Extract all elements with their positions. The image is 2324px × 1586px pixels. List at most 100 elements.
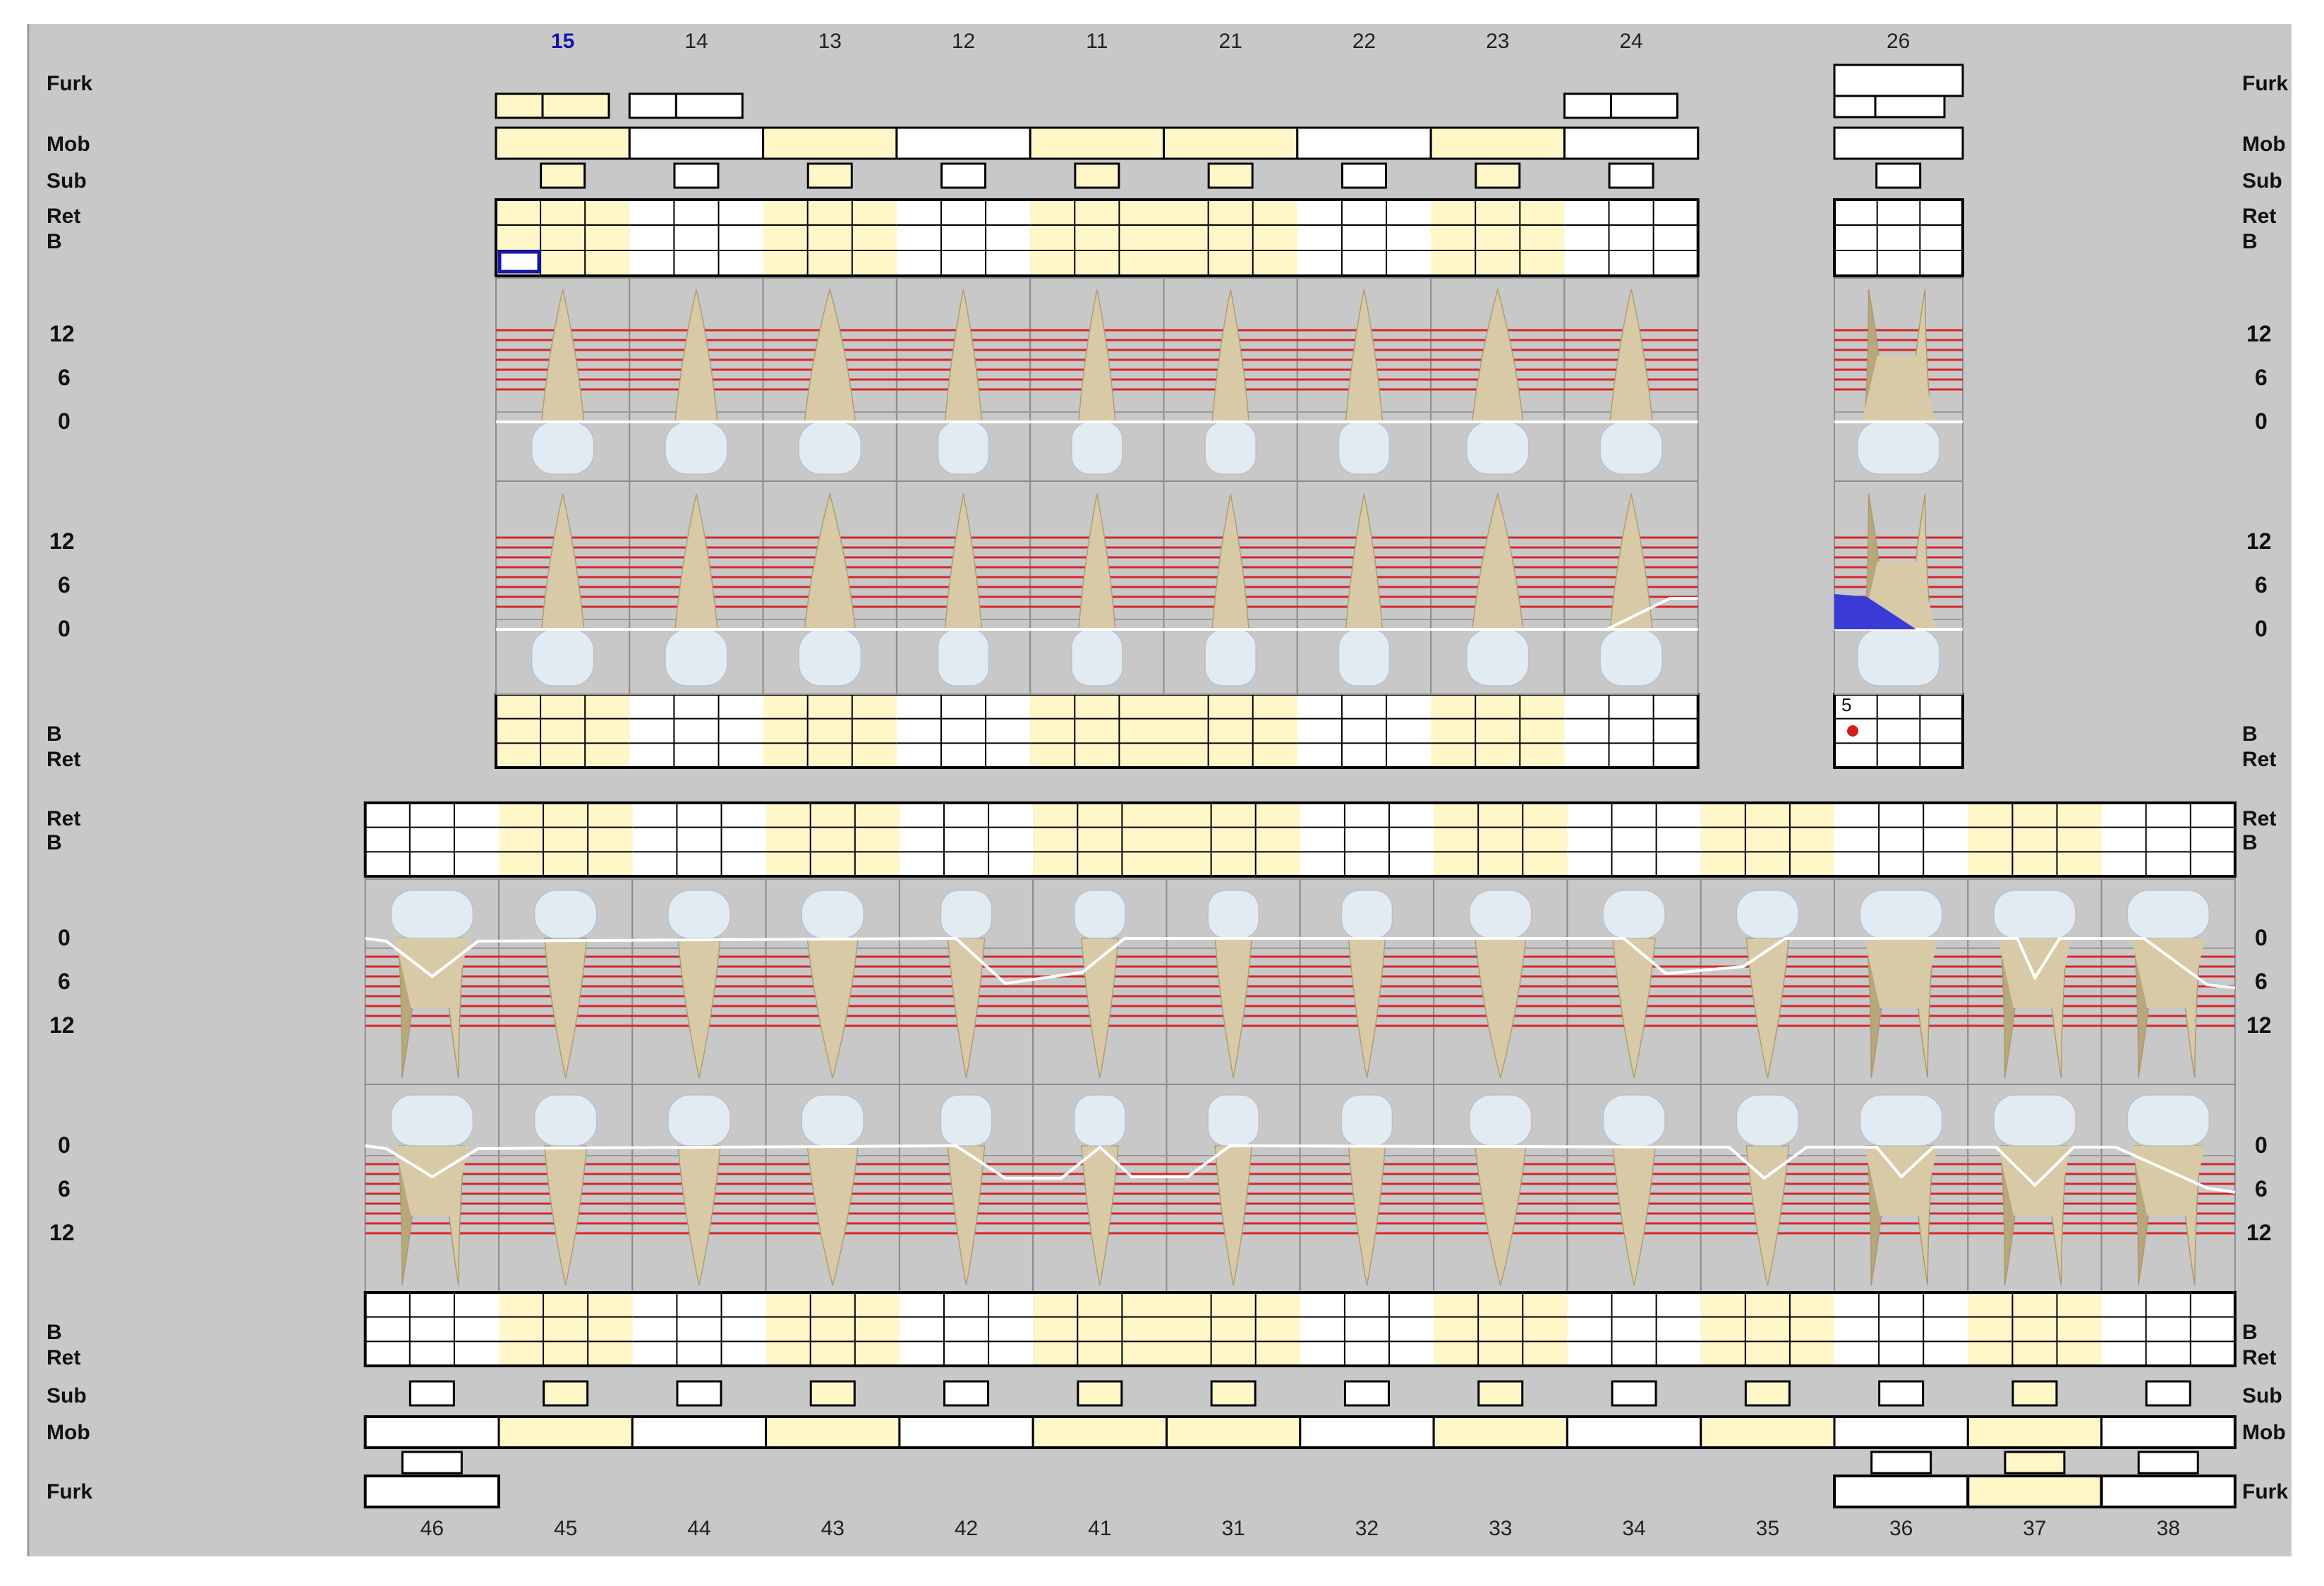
mob-cell[interactable] bbox=[762, 126, 898, 160]
mob-cell[interactable] bbox=[1031, 1415, 1168, 1449]
ret-b-grid-lower-top[interactable] bbox=[1434, 803, 1568, 876]
mob-cell[interactable] bbox=[1299, 1415, 1435, 1449]
furk-box-26[interactable] bbox=[1833, 63, 1964, 97]
selected-cell[interactable] bbox=[497, 250, 541, 274]
ret-b-grid-lower-top[interactable] bbox=[1567, 803, 1701, 876]
tooth-number-lower[interactable]: 45 bbox=[554, 1517, 577, 1540]
tooth-number-upper[interactable]: 15 bbox=[551, 30, 574, 53]
tooth-number-lower[interactable]: 38 bbox=[2157, 1517, 2180, 1540]
ret-b-grid-lower-top[interactable] bbox=[632, 803, 766, 876]
tooth-number-upper[interactable]: 13 bbox=[818, 30, 842, 53]
b-ret-grid-upper-bottom[interactable] bbox=[496, 694, 630, 768]
b-ret-grid-upper-bottom[interactable] bbox=[1030, 694, 1164, 768]
tooth-number-upper[interactable]: 26 bbox=[1887, 30, 1910, 53]
ret-b-grid-upper-top[interactable] bbox=[1297, 200, 1432, 276]
mob-cell[interactable] bbox=[628, 126, 765, 160]
sub-box[interactable] bbox=[1210, 1380, 1257, 1407]
ret-b-grid-lower-top[interactable] bbox=[365, 803, 499, 876]
b-ret-grid-lower-bottom[interactable] bbox=[765, 1293, 900, 1366]
sub-box[interactable] bbox=[1343, 1380, 1390, 1407]
mob-cell[interactable] bbox=[1429, 126, 1566, 160]
b-ret-grid-upper-bottom[interactable] bbox=[1564, 694, 1698, 768]
sub-box[interactable] bbox=[809, 1380, 856, 1407]
tooth-number-upper[interactable]: 21 bbox=[1218, 30, 1242, 53]
mob-cell[interactable] bbox=[1296, 126, 1432, 160]
ret-b-grid-upper-top[interactable] bbox=[896, 200, 1031, 276]
furk-box-14[interactable] bbox=[628, 92, 744, 119]
tooth-number-lower[interactable]: 32 bbox=[1355, 1517, 1379, 1540]
sub-box[interactable] bbox=[1611, 1380, 1657, 1407]
b-ret-grid-lower-bottom[interactable] bbox=[1300, 1293, 1434, 1366]
mob-cell[interactable] bbox=[2100, 1415, 2237, 1449]
sub-box[interactable] bbox=[940, 162, 987, 189]
ret-b-grid-lower-top[interactable] bbox=[765, 803, 900, 876]
b-ret-grid-lower-bottom[interactable] bbox=[1700, 1293, 1834, 1366]
sub-box[interactable] bbox=[1878, 1380, 1925, 1407]
tooth-number-upper[interactable]: 14 bbox=[684, 30, 708, 53]
b-ret-grid-upper-bottom[interactable] bbox=[896, 694, 1031, 768]
mob-cell[interactable] bbox=[497, 1415, 634, 1449]
tooth-number-lower[interactable]: 43 bbox=[821, 1517, 845, 1540]
tooth-number-upper[interactable]: 22 bbox=[1352, 30, 1376, 53]
mob-cell[interactable] bbox=[1029, 126, 1165, 160]
ret-b-grid-upper-top[interactable] bbox=[629, 200, 763, 276]
sub-box[interactable] bbox=[543, 1380, 589, 1407]
mob-cell[interactable] bbox=[495, 126, 631, 160]
ret-b-grid-lower-top[interactable] bbox=[1166, 803, 1300, 876]
ret-b-grid-lower-top[interactable] bbox=[1033, 803, 1167, 876]
tooth-number-lower[interactable]: 31 bbox=[1221, 1517, 1245, 1540]
furk-box-15[interactable] bbox=[495, 92, 610, 119]
b-ret-grid-upper-bottom[interactable] bbox=[1297, 694, 1432, 768]
ret-b-grid-upper-top[interactable] bbox=[1834, 200, 1963, 276]
b-ret-grid-lower-bottom[interactable] bbox=[1567, 1293, 1701, 1366]
mob-cell[interactable] bbox=[1563, 126, 1700, 160]
tooth-number-lower[interactable]: 44 bbox=[687, 1517, 710, 1540]
b-ret-grid-lower-bottom[interactable] bbox=[899, 1293, 1034, 1366]
sub-box[interactable] bbox=[806, 162, 853, 189]
mob-cell[interactable] bbox=[895, 126, 1031, 160]
mob-cell[interactable] bbox=[1700, 1415, 1836, 1449]
furk-box-small-38[interactable] bbox=[2137, 1451, 2199, 1475]
b-ret-grid-lower-bottom[interactable] bbox=[1166, 1293, 1300, 1366]
mob-cell[interactable] bbox=[1566, 1415, 1702, 1449]
sub-box[interactable] bbox=[1477, 1380, 1524, 1407]
sub-box[interactable] bbox=[673, 162, 720, 189]
b-ret-grid-lower-bottom[interactable] bbox=[365, 1293, 499, 1366]
b-ret-grid-lower-bottom[interactable] bbox=[1033, 1293, 1167, 1366]
sub-box[interactable] bbox=[1207, 162, 1254, 189]
b-ret-grid-lower-bottom[interactable] bbox=[2101, 1293, 2235, 1366]
furk-box-26-lower[interactable] bbox=[1833, 95, 1946, 119]
b-ret-grid-lower-bottom[interactable] bbox=[1434, 1293, 1568, 1366]
ret-b-grid-upper-top[interactable] bbox=[1564, 200, 1698, 276]
tooth-number-lower[interactable]: 36 bbox=[1889, 1517, 1913, 1540]
furk-box-46[interactable] bbox=[363, 1475, 501, 1508]
sub-box[interactable] bbox=[1475, 162, 1521, 189]
b-ret-grid-upper-bottom[interactable] bbox=[1163, 694, 1297, 768]
sub-box[interactable] bbox=[1074, 162, 1120, 189]
sub-box[interactable] bbox=[1340, 162, 1387, 189]
tooth-number-upper[interactable]: 12 bbox=[952, 30, 975, 53]
sub-box[interactable] bbox=[1875, 162, 1922, 189]
ret-b-grid-lower-top[interactable] bbox=[499, 803, 633, 876]
b-ret-grid-upper-bottom[interactable] bbox=[1431, 694, 1565, 768]
tooth-number-lower[interactable]: 35 bbox=[1756, 1517, 1779, 1540]
tooth-number-upper[interactable]: 24 bbox=[1619, 30, 1642, 53]
mob-cell[interactable] bbox=[1432, 1415, 1568, 1449]
mob-cell[interactable] bbox=[1833, 1415, 1969, 1449]
b-ret-grid-lower-bottom[interactable] bbox=[1834, 1293, 1968, 1366]
mob-cell[interactable] bbox=[364, 1415, 500, 1449]
tooth-number-lower[interactable]: 42 bbox=[955, 1517, 978, 1540]
ret-b-grid-lower-top[interactable] bbox=[2101, 803, 2235, 876]
b-ret-grid-lower-bottom[interactable] bbox=[499, 1293, 633, 1366]
tooth-number-lower[interactable]: 37 bbox=[2023, 1517, 2046, 1540]
ret-b-grid-lower-top[interactable] bbox=[1968, 803, 2102, 876]
ret-b-grid-upper-top[interactable] bbox=[1163, 200, 1297, 276]
furk-box-37[interactable] bbox=[1966, 1475, 2103, 1508]
furk-box-36[interactable] bbox=[1833, 1475, 1970, 1508]
sub-box[interactable] bbox=[676, 1380, 722, 1407]
tooth-number-upper[interactable]: 11 bbox=[1086, 30, 1108, 53]
sub-box[interactable] bbox=[1077, 1380, 1123, 1407]
ret-b-grid-upper-top[interactable] bbox=[1030, 200, 1164, 276]
b-ret-grid-upper-bottom[interactable] bbox=[763, 694, 897, 768]
furk-box-small-36[interactable] bbox=[1870, 1451, 1932, 1475]
